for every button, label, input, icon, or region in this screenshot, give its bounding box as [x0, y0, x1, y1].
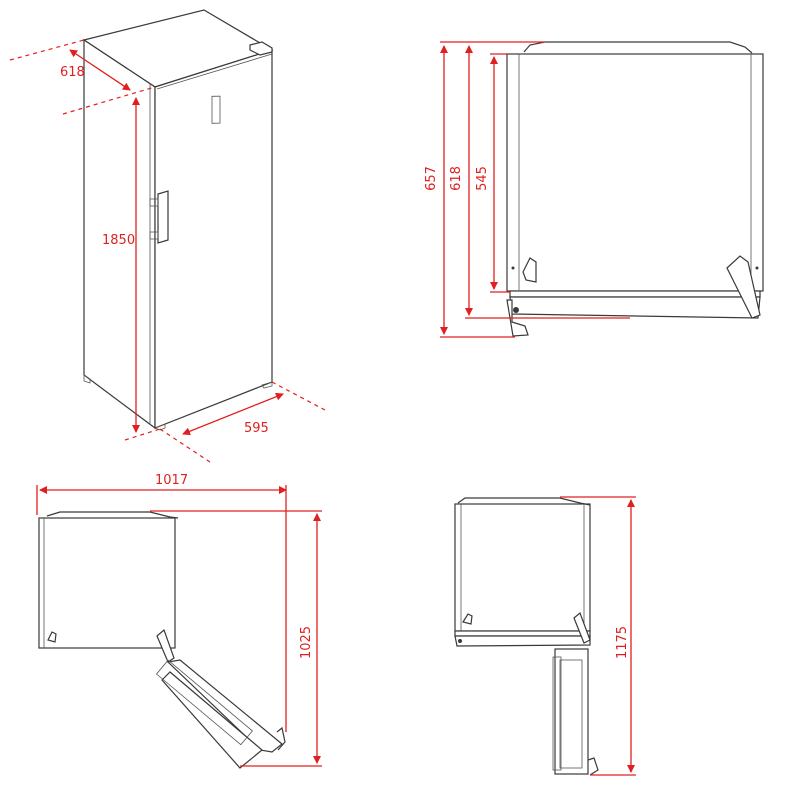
top-view-open-full-dimension-lines: [560, 496, 636, 776]
top-view-closed-dimension-lines: [440, 41, 630, 338]
top-closed-545-label: 545: [474, 166, 490, 191]
top-view-closed-drawing: [506, 41, 764, 337]
isometric-depth-label: 618: [60, 65, 85, 80]
top-view-open-90-dimension-lines: [36, 485, 322, 767]
top-open-90-depth-label: 1025: [299, 625, 315, 660]
top-view-open-full-drawing: [454, 497, 599, 776]
top-closed-618-label: 618: [448, 166, 464, 191]
top-open-full-depth-label: 1175: [615, 625, 631, 660]
isometric-width-label: 595: [244, 421, 269, 436]
isometric-dimension-lines: [9, 39, 326, 463]
top-open-90-width-label: 1017: [155, 473, 189, 488]
isometric-fridge-drawing: [82, 9, 274, 431]
top-view-open-90-drawing: [38, 511, 286, 769]
top-closed-657-label: 657: [423, 166, 439, 191]
isometric-height-label: 1850: [102, 233, 136, 248]
